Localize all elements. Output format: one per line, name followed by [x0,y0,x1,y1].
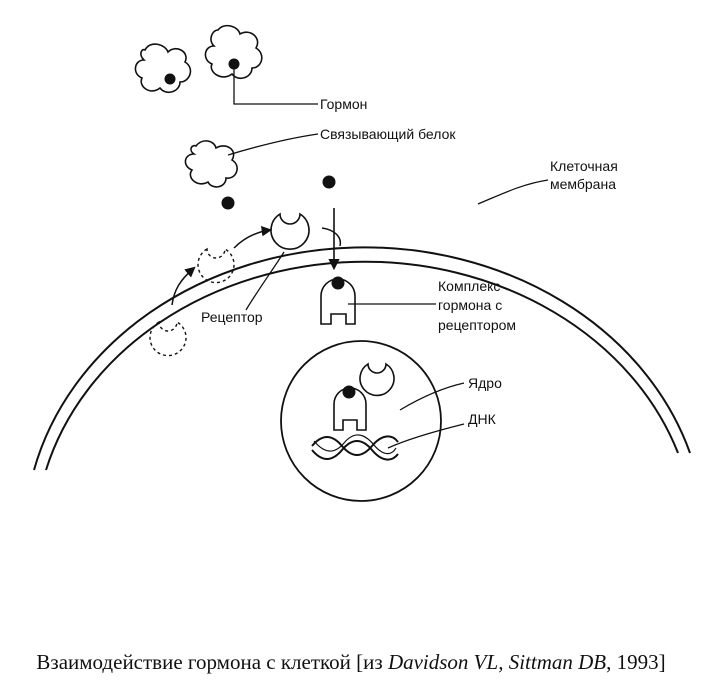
caption-suffix: , 1993] [606,650,666,674]
hormone-dot-1 [164,73,176,85]
label-receptor: Рецептор [201,309,263,325]
label-membrane-line2: мембрана [550,176,616,192]
leader-hormone [233,66,318,105]
membrane-hormone-dot-left [221,196,235,210]
binding-protein-shape-2 [204,24,263,80]
bound-hormone-2 [204,24,263,80]
nucleus-complex-receptor-shape [333,387,367,431]
hormone-receptor-complex [320,276,356,325]
arrow-receptor-curve [321,227,342,247]
bound-hormone-1 [134,43,192,94]
cell-membrane [33,246,691,471]
figure-caption: Взаимодействие гормона с клеткой [из Dav… [0,650,702,675]
cell-membrane-outer-arc [33,246,691,471]
leader-lines [227,66,549,449]
leader-receptor [245,251,285,311]
nucleus-complex-hormone-dot [342,385,356,399]
caption-authors: Davidson VL, Sittman DB [387,650,607,674]
complex-receptor-shape [320,278,356,325]
nucleus-receptor-free [359,362,395,397]
leader-binding-protein [227,133,319,156]
hormone-dot-2 [228,58,240,70]
label-membrane-line1: Клеточная [550,158,618,174]
nucleus-complex [333,385,367,431]
label-dna: ДНК [468,411,497,427]
complex-hormone-dot [331,276,345,290]
label-hormone: Гормон [320,96,367,112]
label-nucleus: Ядро [468,375,502,391]
caption-prefix: Взаимодействие гормона с клеткой [из [36,650,388,674]
membrane-hormone-dot-top [322,175,336,189]
leader-dna [387,423,465,449]
dna-helix [311,434,399,461]
label-complex-line2: гормона с [438,297,502,313]
arrow-receptor-move-1 [171,266,196,306]
arrow-receptor-move-2 [233,225,273,249]
label-binding-protein: Связывающий белок [320,126,456,142]
label-complex-line1: Комплекс [438,278,500,294]
receptor-solid [270,212,310,250]
cell-membrane-inner-arc [45,260,679,471]
leader-membrane [477,179,549,205]
leader-nucleus [399,382,465,411]
receptor-dashed-1 [149,320,187,357]
label-complex-line3: рецептором [438,317,516,333]
free-binding-protein [184,140,238,188]
binding-protein-shape-1 [134,43,192,94]
